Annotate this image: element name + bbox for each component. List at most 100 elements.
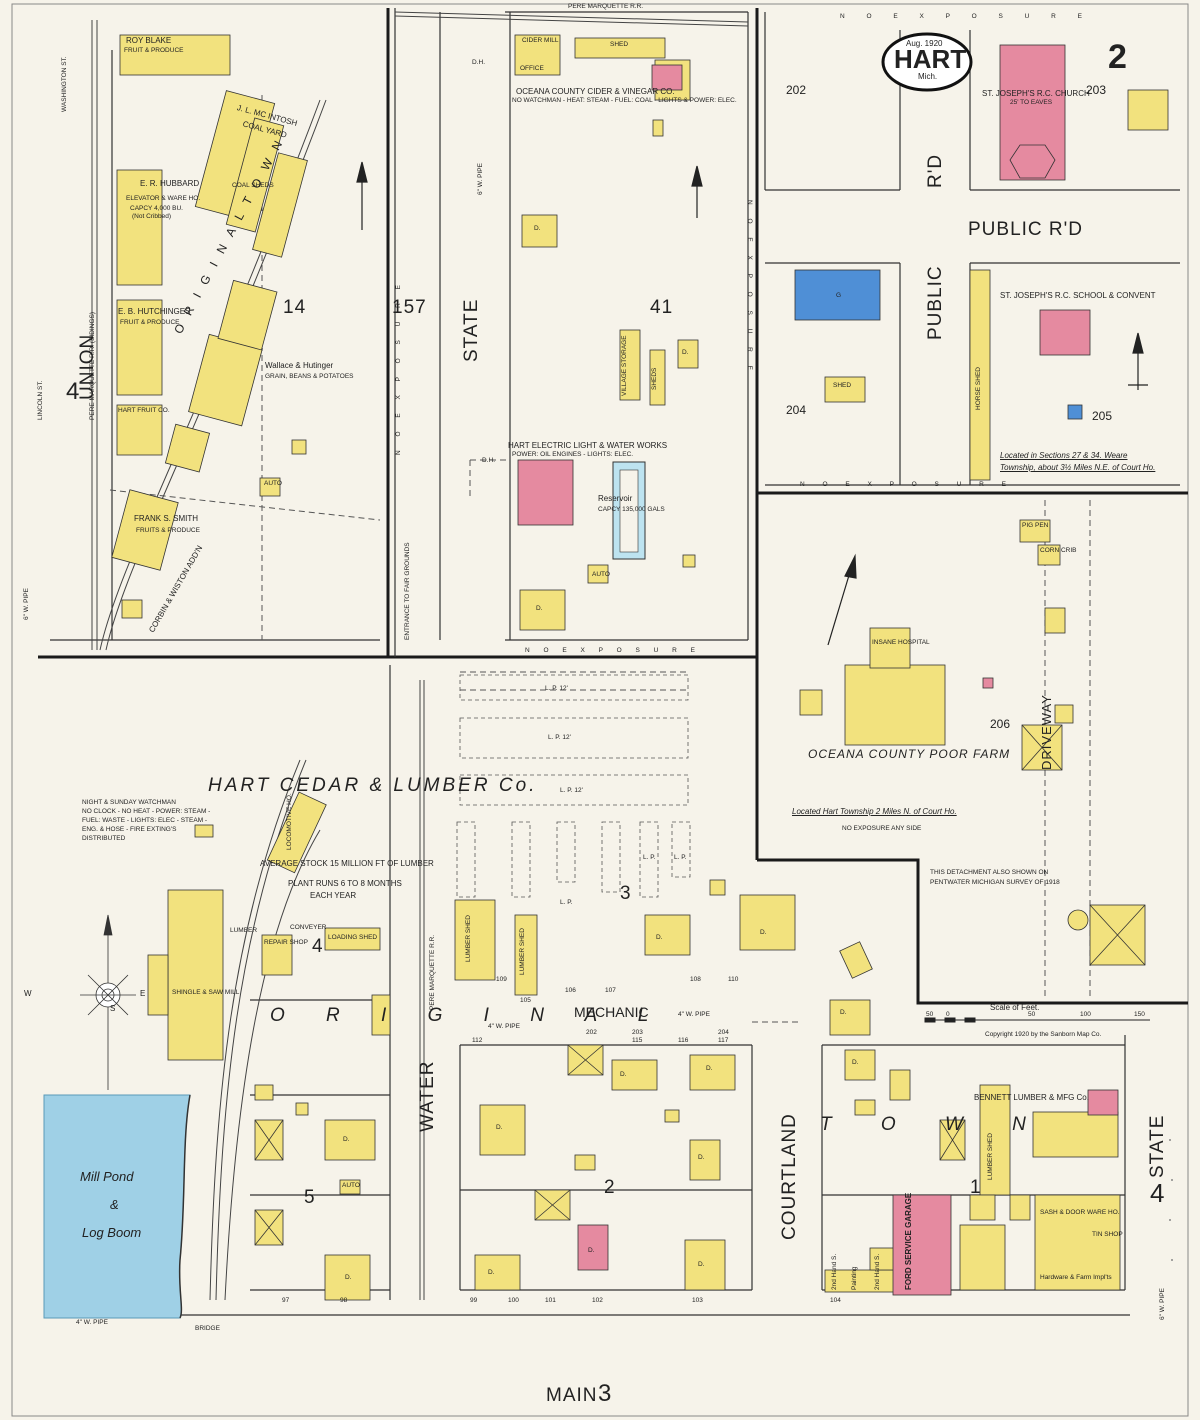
street-mechanic: MECHANIC	[574, 1004, 649, 1020]
bldg-41-d2	[519, 589, 566, 631]
bldg-vend-203	[1127, 89, 1169, 131]
bldg-poorfarm-main	[844, 664, 946, 746]
label-painting: Painting	[851, 1266, 858, 1291]
bldg-small-l1	[194, 824, 214, 838]
label-scale-of-feet: Scale of Feet.	[990, 1003, 1040, 1012]
reservoir-inner	[619, 469, 639, 553]
border-dots	[1169, 1139, 1173, 1261]
label-lp-1: L. P. 12'	[545, 685, 568, 692]
bldg-hart-fruit	[116, 404, 163, 456]
label-bridge: BRIDGE	[195, 1325, 220, 1332]
brick-buildings	[517, 44, 1119, 1296]
bldg-mid-d2	[689, 1054, 736, 1091]
mill-pond-shore	[178, 1094, 191, 1319]
label-lp-3: L. P. 12'	[560, 787, 583, 794]
label-d-mid-2: D.	[706, 1065, 713, 1072]
bldg-right-d2	[844, 1049, 876, 1081]
bldg-small-2	[259, 477, 281, 497]
compass-s: S	[110, 1004, 116, 1013]
street-main: MAIN	[546, 1385, 598, 1406]
bldg-small-3	[291, 439, 307, 455]
label-d-mid-4: D.	[698, 1154, 705, 1161]
street-washington: WASHINGTON ST.	[61, 56, 68, 112]
block-number-3-mid: 3	[620, 883, 632, 904]
bldg-lumber-shed-1	[454, 899, 496, 981]
label-no-exposure-bottom: N O E X P O S U R E	[525, 647, 702, 654]
label-roy-fruit: FRUIT & PRODUCE	[124, 47, 184, 54]
label-lp-2: L. P. 12'	[548, 734, 571, 741]
railroad-pere-marquette-mid: PERE MARQUETTE R.R.	[429, 934, 436, 1010]
label-d-41c: D.	[536, 605, 543, 612]
lot-number: 101	[545, 1297, 556, 1304]
label-coal-sheds: COAL SHEDS	[232, 182, 274, 189]
bldg-mid-d5	[689, 1139, 721, 1181]
bldg-loading-shed	[324, 927, 381, 951]
bldg-pig-pen	[1019, 519, 1051, 543]
label-night-watch-2: NO CLOCK - NO HEAT - POWER: STEAM -	[82, 808, 211, 815]
bldg-block3-3	[709, 879, 726, 896]
bldg-locomotive-ho	[266, 791, 327, 874]
label-ford-garage: FORD SERVICE GARAGE	[904, 1192, 913, 1290]
label-insane-hospital: INSANE HOSPITAL	[872, 639, 930, 646]
label-cider-note: NO WATCHMAN - HEAT: STEAM - FUEL: COAL -…	[512, 97, 737, 104]
label-d-mid-5: D.	[488, 1269, 495, 1276]
bldg-mid-d3	[479, 1104, 526, 1156]
sheet-border	[11, 3, 1189, 1417]
label-auto-41: AUTO	[592, 571, 610, 578]
block-number-204: 204	[786, 403, 807, 417]
lot-number: 204	[718, 1029, 729, 1036]
label-night-watch-3: FUEL: WASTE - LIGHTS: ELEC - STEAM -	[82, 817, 208, 824]
lot-number: 98	[340, 1297, 348, 1304]
bldg-horse-shed	[969, 269, 991, 481]
label-d-block5a: D.	[343, 1136, 350, 1143]
label-w-pipe-right: 6" W. PIPE	[1159, 1288, 1166, 1320]
label-lp-4: L. P.	[560, 899, 573, 906]
label-elevator: ELEVATOR & WARE HO.	[126, 195, 201, 202]
bldg-cider-shed	[574, 37, 666, 59]
street-public-vertical: PUBLIC	[925, 265, 946, 340]
bldg-block3-4	[839, 941, 873, 979]
label-detachment-1: THIS DETACHMENT ALSO SHOWN ON	[930, 869, 1049, 876]
bldg-school	[1039, 309, 1091, 356]
block-number-3-bottom: 3	[598, 1380, 613, 1407]
label-hubbard: E. R. HUBBARD	[140, 179, 200, 188]
lot-number: 108	[690, 976, 701, 983]
label-bennett: BENNETT LUMBER & MFG Co.	[974, 1093, 1089, 1102]
label-plant-runs-2: EACH YEAR	[310, 891, 357, 900]
bldg-mid-small	[664, 1109, 680, 1123]
label-lp-6: L. P.	[674, 854, 687, 861]
bldg-sheds	[649, 349, 666, 406]
bldg-bottom-r4	[969, 1194, 996, 1221]
label-plant-runs-1: PLANT RUNS 6 TO 8 MONTHS	[288, 879, 402, 888]
label-church-note: 25' TO EAVES	[1010, 99, 1053, 106]
bldg-206-small	[1054, 704, 1074, 724]
label-cider-mill: CIDER MILL	[522, 37, 559, 44]
label-auto-block5: AUTO	[342, 1182, 360, 1189]
bldg-41-d1	[521, 214, 558, 248]
bldg-block3-1	[644, 914, 691, 956]
bldg-shingle-mill	[167, 889, 224, 1061]
block-number-1-right: 1	[970, 1177, 982, 1198]
label-shingle-mill: SHINGLE & SAW MILL	[172, 989, 240, 996]
label-repair-shop: REPAIR SHOP	[264, 939, 308, 946]
label-elevator-note: (Not Cribbed)	[132, 213, 172, 220]
lot-number: 203	[632, 1029, 643, 1036]
street-lincoln: LINCOLN ST.	[37, 380, 44, 420]
frame-buildings	[111, 34, 1169, 1301]
scale-tick-3: 100	[1080, 1011, 1091, 1018]
label-st-josephs-school: ST. JOSEPH'S R.C. SCHOOL & CONVENT	[1000, 291, 1156, 300]
lot-number: 107	[605, 987, 616, 994]
label-hutchinges: E. B. HUTCHINGES	[118, 307, 191, 316]
label-location-2: Township, about 3½ Miles N.E. of Court H…	[1000, 463, 1156, 472]
bldg-corn-crib	[1037, 544, 1061, 566]
label-no-exposure-top: N O E X P O S U R E	[840, 13, 1093, 20]
silo	[1067, 909, 1089, 931]
label-lumber-shed-1: LUMBER SHED	[465, 915, 472, 962]
lot-number: 104	[830, 1297, 841, 1304]
block-number-4-left: 4	[66, 378, 81, 405]
bldg-wallace-2	[217, 279, 278, 351]
city-oval	[881, 32, 973, 92]
district-town-bottom: T O W N	[820, 1114, 1048, 1135]
street-public-rd: PUBLIC R'D	[968, 219, 1083, 240]
label-lumber: LUMBER	[230, 927, 258, 934]
